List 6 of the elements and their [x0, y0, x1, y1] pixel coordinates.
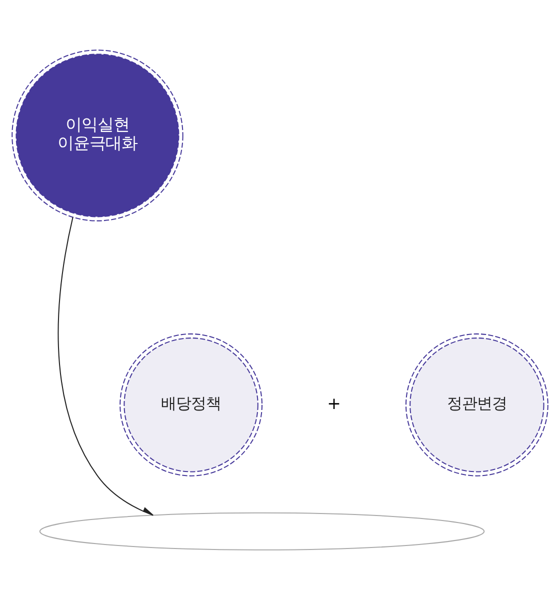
node-ellipse [39, 512, 485, 550]
node-circle: 배당정책 [120, 333, 263, 476]
arrow [58, 217, 154, 516]
label: + [327, 394, 341, 413]
node-circle: 정관변경 [405, 333, 548, 476]
node-circle: 이익실현 이윤극대화 [12, 50, 184, 222]
